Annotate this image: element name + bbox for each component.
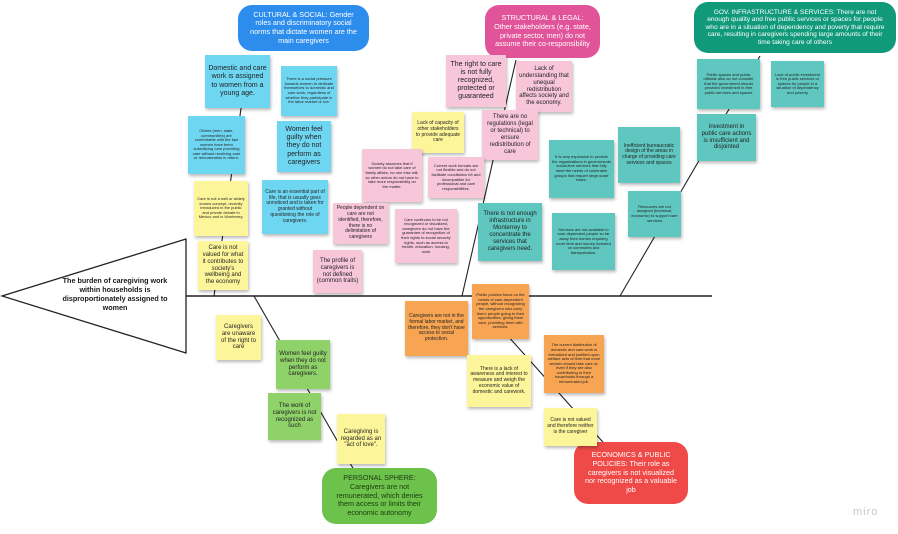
miro-logo: miro	[853, 506, 879, 518]
sticky-note[interactable]: Current work formats are not flexible an…	[428, 157, 484, 198]
category-cultural-social[interactable]: CULTURAL & SOCIAL: Gender roles and disc…	[238, 5, 369, 51]
sticky-note[interactable]: Domestic and care work is assigned to wo…	[205, 55, 270, 108]
sticky-note[interactable]: The profile of caregivers is not defined…	[313, 250, 362, 293]
sticky-note[interactable]: The current distribution of domestic and…	[544, 335, 604, 393]
sticky-note[interactable]: Caregivers are not in the formal labor m…	[405, 301, 468, 356]
sticky-note[interactable]: Inefficient bureaucratic design of the a…	[618, 127, 680, 183]
sticky-note[interactable]: Others (men, state, communities) are com…	[188, 116, 245, 174]
sticky-note[interactable]: The right to care is not fully recognize…	[446, 55, 506, 107]
sticky-note[interactable]: Lack of public investment in free public…	[771, 61, 824, 107]
sticky-note[interactable]: There is a social pressure towards women…	[281, 66, 337, 116]
sticky-note[interactable]: The work of caregivers is not recognized…	[268, 393, 321, 440]
category-personal-sphere[interactable]: PERSONAL SPHERE: Caregivers are not remu…	[322, 468, 437, 524]
sticky-note[interactable]: Investment in public care actions is ins…	[697, 114, 756, 161]
sticky-note[interactable]: Public policies focus on the needs of ca…	[472, 284, 529, 339]
sticky-note[interactable]: Public spaces and public officials also …	[697, 59, 760, 109]
sticky-note[interactable]: Care is not a well or widely known conce…	[194, 181, 248, 236]
sticky-note[interactable]: Care is not valued for what it contribut…	[198, 241, 248, 290]
sticky-note[interactable]: People dependent on care are not identif…	[333, 203, 388, 244]
sticky-note[interactable]: Resources are not assigned (technical, e…	[628, 191, 681, 237]
sticky-note[interactable]: Services are not available to care depen…	[552, 213, 615, 270]
sticky-note[interactable]: Caregiving is regarded as an "act of lov…	[337, 414, 385, 464]
sticky-note[interactable]: Care is not valued and therefore neither…	[544, 408, 597, 446]
sticky-note[interactable]: Women feel guilty when they do not perfo…	[277, 121, 331, 172]
sticky-note[interactable]: Lack of capacity of other stakeholders t…	[412, 112, 464, 153]
sticky-note[interactable]: It is very expensive to provide the orga…	[549, 140, 614, 198]
sticky-note[interactable]: Lack of understanding that unequal redis…	[516, 61, 572, 112]
sticky-note[interactable]: Care continues to be not recognized or v…	[395, 209, 457, 263]
sticky-note[interactable]: Caregivers are unaware of the right to c…	[216, 315, 261, 360]
sticky-note[interactable]: There are no regulations (legal or techn…	[482, 110, 538, 160]
problem-statement: The burden of caregiving work within hou…	[62, 276, 168, 312]
category-economics-public-policies[interactable]: ECONOMICS & PUBLIC POLICIES: Their role …	[574, 442, 688, 504]
sticky-note[interactable]: There is a lack of awareness and interes…	[467, 355, 531, 407]
sticky-note[interactable]: Women feel guilty when they do not perfo…	[276, 340, 330, 389]
category-gov-infrastructure-services[interactable]: GOV. INFRASTRUCTURE & SERVICES: There ar…	[694, 2, 896, 53]
category-structural-legal[interactable]: STRUCTURAL & LEGAL: Other stakeholders (…	[485, 5, 600, 58]
sticky-note[interactable]: Care is an essential part of life, that …	[262, 180, 328, 234]
sticky-note[interactable]: Society assumes that if women do not tak…	[362, 149, 422, 202]
sticky-note[interactable]: There is not enough infrastructure in Mo…	[478, 203, 542, 261]
bone-structural	[461, 59, 517, 297]
